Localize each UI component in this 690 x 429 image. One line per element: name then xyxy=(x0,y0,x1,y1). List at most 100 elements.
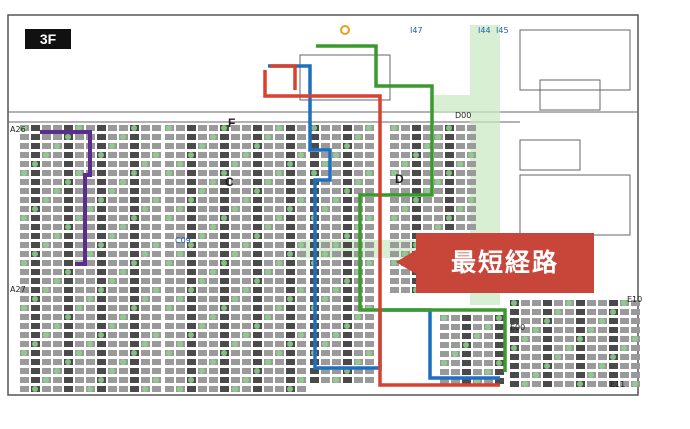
rack-location-dot xyxy=(446,125,452,131)
rack-cell xyxy=(31,224,40,230)
rack-cell xyxy=(42,341,51,347)
rack-cell xyxy=(434,188,443,194)
rack-cell xyxy=(187,368,196,374)
rack-location-dot xyxy=(333,332,339,338)
rack-cell xyxy=(31,125,40,131)
rack-cell xyxy=(42,368,51,374)
rack-cell xyxy=(176,350,185,356)
rack-location-dot xyxy=(599,318,605,324)
rack-cell xyxy=(97,161,106,167)
rack-location-dot xyxy=(76,170,82,176)
rack-cell xyxy=(275,206,284,212)
rack-cell xyxy=(187,269,196,275)
rack-cell xyxy=(119,170,128,176)
rack-cell xyxy=(445,143,454,149)
rack-cell xyxy=(297,359,306,365)
rack-cell xyxy=(467,206,476,212)
rack-cell xyxy=(242,206,251,212)
rack-cell xyxy=(141,332,150,338)
rack-cell xyxy=(119,242,128,248)
rack-location-dot xyxy=(485,369,491,375)
rack-cell xyxy=(187,314,196,320)
rack-cell xyxy=(587,363,596,369)
rack-cell xyxy=(275,377,284,383)
rack-cell xyxy=(141,278,150,284)
rack-cell xyxy=(220,314,229,320)
rack-cell xyxy=(187,251,196,257)
rack-cell xyxy=(119,125,128,131)
rack-location-dot xyxy=(131,170,137,176)
rack-cell xyxy=(152,359,161,365)
rack-cell xyxy=(554,345,563,351)
rack-cell xyxy=(209,377,218,383)
rack-location-dot xyxy=(188,287,194,293)
rack-location-dot xyxy=(32,251,38,257)
rack-cell xyxy=(598,327,607,333)
rack-cell xyxy=(165,377,174,383)
rack-location-dot xyxy=(391,260,397,266)
rack-cell xyxy=(97,350,106,356)
rack-cell xyxy=(631,372,640,378)
rack-cell xyxy=(165,197,174,203)
rack-cell xyxy=(108,170,117,176)
rack-location-dot xyxy=(402,161,408,167)
rack-cell xyxy=(209,260,218,266)
rack-cell xyxy=(231,197,240,203)
rack-cell xyxy=(53,287,62,293)
rack-cell xyxy=(286,314,295,320)
rack-cell xyxy=(253,341,262,347)
rack-cell xyxy=(332,314,341,320)
rack-cell xyxy=(42,215,51,221)
rack-cell xyxy=(141,125,150,131)
rack-cell xyxy=(130,278,139,284)
rack-location-dot xyxy=(287,296,293,302)
rack-location-dot xyxy=(446,170,452,176)
rack-cell xyxy=(108,215,117,221)
rack-cell xyxy=(286,323,295,329)
rack-cell xyxy=(343,170,352,176)
rack-cell xyxy=(253,332,262,338)
rack-location-dot xyxy=(166,170,172,176)
rack-cell xyxy=(456,179,465,185)
rack-cell xyxy=(42,161,51,167)
rack-cell xyxy=(152,143,161,149)
rack-cell xyxy=(108,287,117,293)
rack-cell xyxy=(141,242,150,248)
rack-cell xyxy=(521,318,530,324)
rack-cell xyxy=(365,323,374,329)
rack-cell xyxy=(297,224,306,230)
rack-cell xyxy=(198,260,207,266)
rack-location-dot xyxy=(355,314,361,320)
rack-cell xyxy=(609,372,618,378)
rack-cell xyxy=(64,386,73,392)
rack-cell xyxy=(365,332,374,338)
rack-cell xyxy=(365,269,374,275)
rack-cell xyxy=(343,197,352,203)
rack-location-dot xyxy=(621,345,627,351)
rack-cell xyxy=(286,170,295,176)
rack-cell xyxy=(86,224,95,230)
rack-cell xyxy=(365,224,374,230)
code-label: A27 xyxy=(10,285,26,294)
rack-cell xyxy=(108,251,117,257)
rack-location-dot xyxy=(355,134,361,140)
rack-location-dot xyxy=(177,251,183,257)
rack-location-dot xyxy=(210,224,216,230)
callout-pointer xyxy=(396,250,416,274)
rack-cell xyxy=(152,278,161,284)
rack-cell xyxy=(264,287,273,293)
rack-cell xyxy=(31,170,40,176)
rack-cell xyxy=(220,368,229,374)
rack-cell xyxy=(231,188,240,194)
rack-cell xyxy=(97,278,106,284)
rack-cell xyxy=(286,350,295,356)
rack-cell xyxy=(187,341,196,347)
rack-cell xyxy=(75,269,84,275)
rack-cell xyxy=(20,242,29,248)
rack-cell xyxy=(310,134,319,140)
rack-location-dot xyxy=(65,224,71,230)
rack-cell xyxy=(275,368,284,374)
rack-location-dot xyxy=(221,350,227,356)
rack-cell xyxy=(152,386,161,392)
rack-cell xyxy=(587,354,596,360)
